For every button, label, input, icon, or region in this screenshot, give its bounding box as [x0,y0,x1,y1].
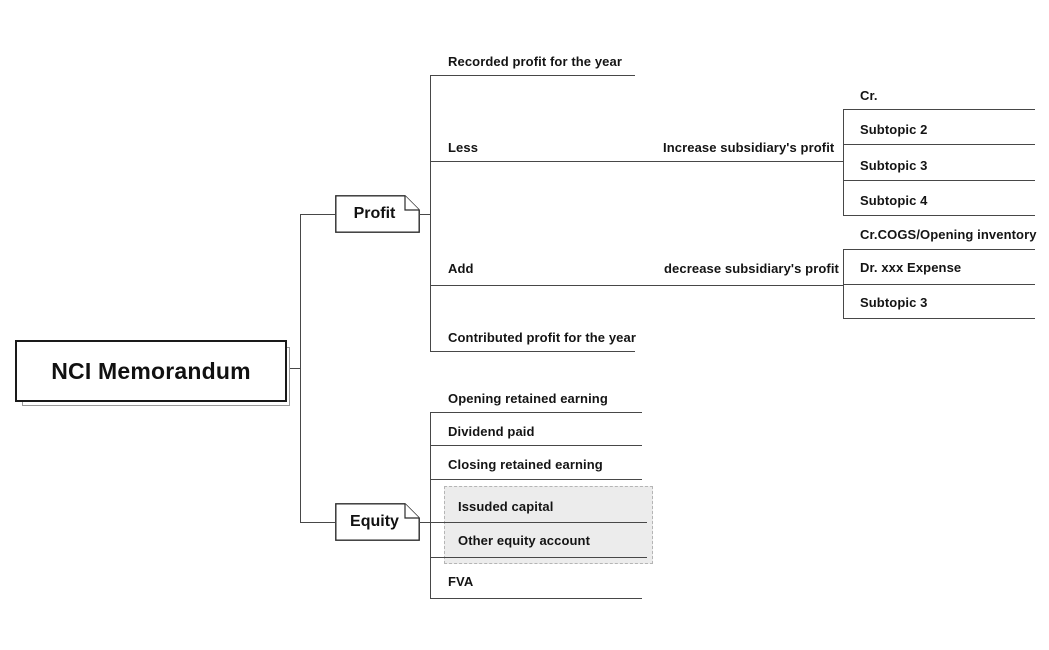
topic-underline [430,445,642,447]
topic-underline [843,284,1035,286]
connector-profit-rail-stub [419,214,430,216]
topic-decrease-subsidiary-profit[interactable]: decrease subsidiary's profit [664,261,839,276]
topic-closing-retained-earning[interactable]: Closing retained earning [448,457,603,472]
topic-less[interactable]: Less [448,140,479,155]
topic-subtopic-4[interactable]: Subtopic 4 [860,193,928,208]
topic-dividend-paid[interactable]: Dividend paid [448,424,535,439]
topic-underline [843,215,1035,217]
topic-cr-cogs[interactable]: Cr.COGS/Opening inventory [860,227,1037,242]
topic-underline [430,285,843,287]
topic-subtopic-3b[interactable]: Subtopic 3 [860,295,928,310]
equity-node[interactable]: Equity [335,503,420,541]
equity-node-label: Equity [350,513,399,530]
topic-cr[interactable]: Cr. [860,88,878,103]
topic-underline [430,557,647,559]
topic-issuded-capital[interactable]: Issuded capital [458,499,554,514]
root-node[interactable]: NCI Memorandum [15,340,287,402]
topic-other-equity-account[interactable]: Other equity account [458,533,591,548]
topic-contributed-profit[interactable]: Contributed profit for the year [448,330,636,345]
topic-subtopic-2[interactable]: Subtopic 2 [860,122,928,137]
topic-underline [430,351,635,353]
connector-equity-stub [300,522,335,524]
topic-underline [843,249,1035,251]
topic-dr-expense[interactable]: Dr. xxx Expense [860,260,962,275]
topic-subtopic-3[interactable]: Subtopic 3 [860,158,928,173]
equity-rail [430,412,432,598]
note-shape-icon [335,195,420,233]
topic-underline [843,318,1035,320]
topic-opening-retained-earning[interactable]: Opening retained earning [448,391,608,406]
topic-underline [843,180,1035,182]
topic-fva[interactable]: FVA [448,574,474,589]
topic-underline [430,598,642,600]
connector-equity-rail-stub [419,522,430,524]
topic-underline [430,522,647,524]
root-node-label: NCI Memorandum [51,357,251,384]
profit-node[interactable]: Profit [335,195,420,233]
topic-add[interactable]: Add [448,261,474,276]
topic-recorded-profit[interactable]: Recorded profit for the year [448,54,622,69]
connector-profit-stub [300,214,335,216]
topic-underline [843,144,1035,146]
topic-underline [430,161,843,163]
increase-children-rail [843,109,845,215]
profit-node-label: Profit [353,205,396,222]
connector-trunk [300,214,302,523]
profit-rail [430,75,432,352]
topic-underline [430,75,635,77]
topic-increase-subsidiary-profit[interactable]: Increase subsidiary's profit [663,140,835,155]
equity-group-boundary[interactable] [444,486,653,564]
topic-underline [843,109,1035,111]
decrease-children-rail [843,249,845,318]
connector-root-stub [283,368,300,370]
note-shape-icon [335,503,420,541]
topic-underline [430,479,642,481]
topic-underline [430,412,642,414]
